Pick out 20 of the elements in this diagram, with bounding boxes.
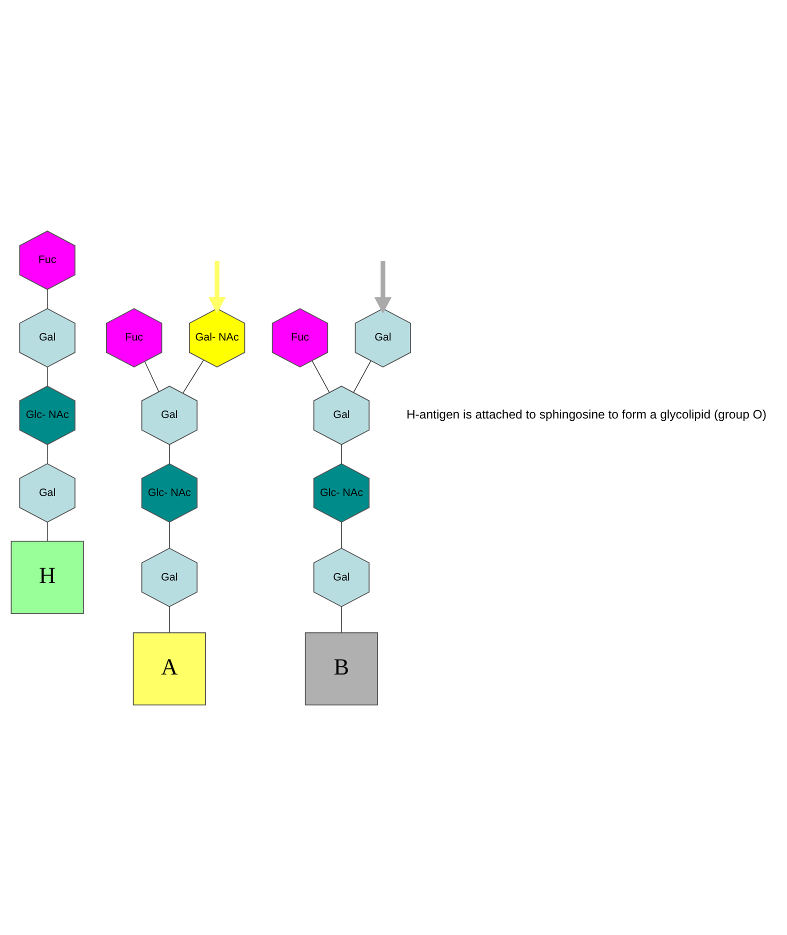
connector: [182, 359, 204, 394]
arrow: [374, 260, 392, 314]
connector: [169, 606, 170, 632]
connector: [46, 366, 48, 386]
connector: [46, 288, 48, 308]
connector: [341, 444, 342, 464]
node-box: H: [10, 540, 84, 614]
connector: [353, 360, 372, 392]
arrow: [208, 260, 226, 314]
connector: [341, 521, 342, 548]
connector: [144, 360, 160, 392]
node-box: A: [132, 632, 206, 705]
node-box: B: [304, 632, 378, 705]
connector: [169, 521, 170, 548]
connector: [169, 444, 170, 464]
label: H-antigen is attached to sphingosine to form a glycolipid (group O): [406, 406, 766, 421]
connector: [341, 606, 342, 632]
connector: [46, 521, 48, 542]
connector: [312, 360, 330, 392]
connector: [46, 444, 48, 464]
